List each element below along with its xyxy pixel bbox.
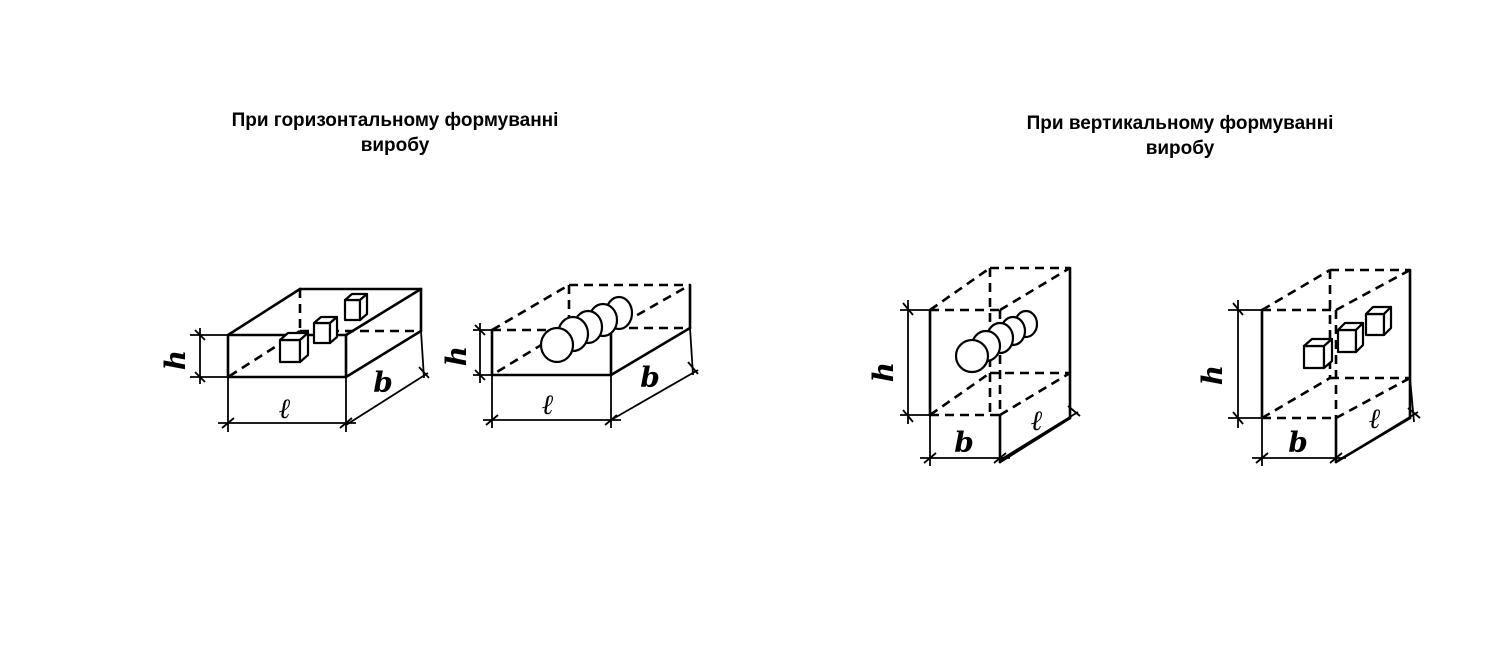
box-hidden-edge [491, 283, 570, 332]
box-hidden-edge [1335, 268, 1411, 312]
box-edge [609, 326, 692, 377]
caption-vertical-line1: При вертикальному формуванні [1026, 113, 1334, 134]
cube-sample [1336, 321, 1365, 354]
dimension-extension-line [420, 330, 425, 379]
box-edge [344, 329, 423, 379]
dimension-line-l [1335, 411, 1419, 463]
dimension-ticks [1255, 452, 1343, 464]
cube-sample [278, 331, 310, 364]
box-edge [998, 416, 1072, 464]
label-l: ℓ [278, 392, 291, 425]
box-hidden-edge [929, 371, 991, 417]
box-hidden-edge [999, 266, 1071, 312]
dimension-ticks [687, 361, 699, 375]
dimension-ticks [1067, 405, 1081, 417]
diagram-horizontal-cubes: h ℓ b [159, 287, 430, 432]
caption-horizontal-line2: виробу [360, 135, 430, 156]
label-l: ℓ [1368, 402, 1381, 435]
diagram-vertical-cubes: h b ℓ [1196, 268, 1421, 466]
dimension-ticks [902, 302, 914, 423]
caption-vertical-forming: При вертикальному формуванні виробу [985, 111, 1375, 161]
label-h: h [867, 362, 900, 382]
dimension-ticks [1407, 407, 1421, 419]
label-b: b [373, 366, 393, 399]
dimension-line-b [610, 369, 699, 421]
dimension-ticks [474, 324, 486, 381]
dimension-extension-line [1409, 377, 1415, 423]
dimension-line-b [345, 372, 429, 426]
cylinder-sample [954, 338, 990, 374]
label-b: b [1288, 426, 1308, 459]
box-edge [226, 287, 302, 337]
caption-vertical-line2: виробу [1145, 138, 1215, 159]
label-h: h [1196, 365, 1229, 385]
box-hidden-edge [1261, 376, 1331, 420]
box-hidden-edge [999, 371, 1071, 417]
label-l: ℓ [541, 388, 554, 421]
label-h: h [159, 350, 192, 370]
label-l: ℓ [1030, 404, 1043, 437]
label-h: h [440, 346, 473, 366]
label-b: b [640, 361, 660, 394]
dimension-ticks [418, 366, 430, 379]
label-b: b [954, 426, 974, 459]
diagram-vertical-cylinders: h b ℓ [867, 266, 1081, 466]
cube-sample [1364, 305, 1393, 337]
cube-sample [343, 292, 369, 322]
cube-sample [312, 315, 339, 345]
dimension-ticks [923, 452, 1007, 464]
dimension-line-l [999, 411, 1079, 461]
caption-horizontal-line1: При горизонтальному формуванні [231, 110, 559, 131]
cube-sample [1302, 337, 1334, 370]
dimension-ticks [194, 329, 206, 383]
box-hidden-edge [1261, 268, 1331, 312]
dimension-ticks [1232, 302, 1244, 425]
box-hidden-edge [929, 266, 991, 312]
caption-horizontal-forming: При горизонтальному формуванні виробу [190, 108, 600, 158]
dimension-ticks [221, 417, 353, 429]
diagram-horizontal-cylinders: h ℓ b [440, 283, 699, 428]
box-edge [344, 287, 423, 337]
cylinder-sample [539, 326, 575, 364]
